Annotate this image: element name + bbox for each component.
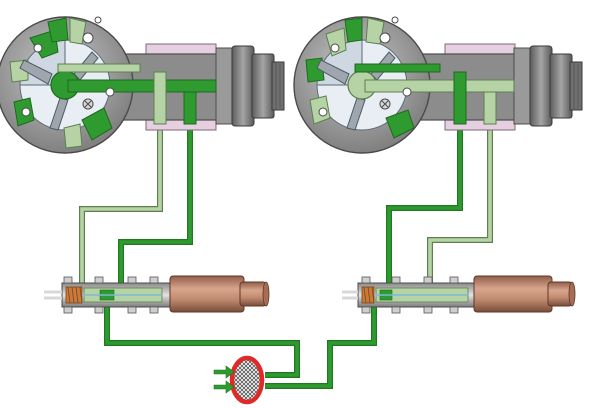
oil-filter-icon xyxy=(229,355,265,405)
screw-head-icon xyxy=(82,98,94,110)
oil-line-network xyxy=(79,125,493,389)
left-solenoid xyxy=(169,275,270,313)
right-hub-passage xyxy=(364,79,515,93)
oil-filter xyxy=(213,355,265,405)
right-bolt-holes xyxy=(318,16,412,117)
left-cam-phaser xyxy=(0,16,285,154)
left-valve-spring xyxy=(65,286,83,304)
right-cam-phaser xyxy=(293,16,583,154)
right-valve-ports xyxy=(361,276,459,314)
right-sprocket xyxy=(529,45,583,127)
right-oil-control-valve xyxy=(342,275,576,314)
left-sprocket xyxy=(231,45,285,127)
flow-arrow-icon xyxy=(213,365,235,394)
left-valve-ports xyxy=(63,276,159,314)
pressure-feed-line xyxy=(104,304,300,378)
left-oil-control-valve xyxy=(44,275,270,314)
screw-head-icon xyxy=(379,98,391,110)
left-bolt-holes xyxy=(21,16,115,117)
right-solenoid xyxy=(473,275,576,313)
right-valve-spring xyxy=(361,286,375,304)
right-retard-chambers xyxy=(305,17,415,139)
left-hub-passage xyxy=(67,79,217,93)
left-retard-chambers xyxy=(9,17,87,149)
